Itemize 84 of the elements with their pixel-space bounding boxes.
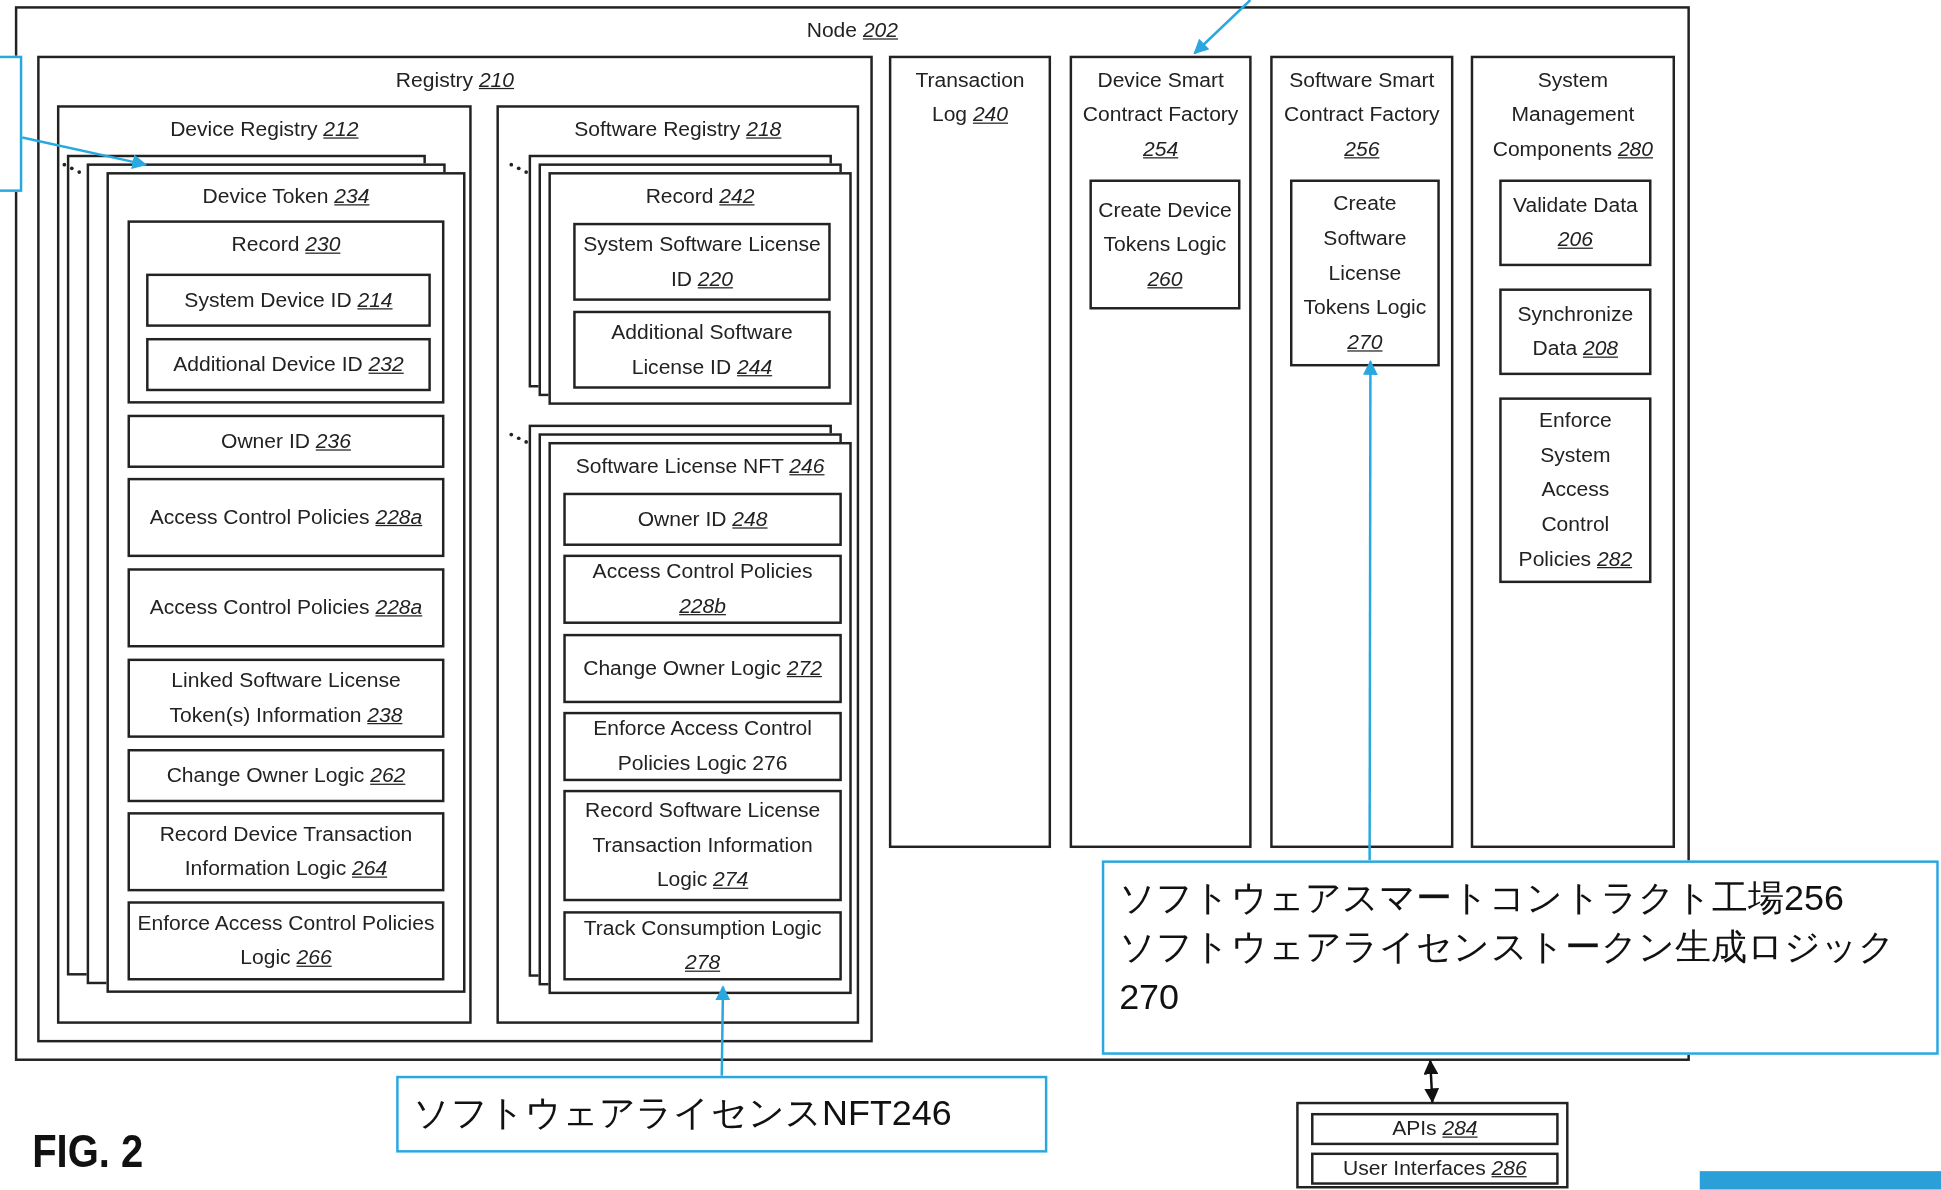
component-label: System Management Components 280	[1491, 67, 1655, 163]
component-label: Record 230	[230, 231, 342, 259]
component-label: Create Software License Tokens Logic 270	[1302, 190, 1428, 356]
component-label: Record Software License Transaction Information Logic 274	[584, 797, 822, 894]
annotation-text: ソフトウェアスマートコントラクト工場256	[1118, 876, 1845, 920]
figure-label: FIG. 2	[32, 1124, 144, 1179]
component-label: Transaction Log 240	[914, 67, 1026, 129]
component-label: Software Smart Contract Factory 256	[1283, 67, 1441, 163]
component-box	[1311, 1152, 1559, 1185]
component-label: Enforce System Access Control Policies 282	[1517, 407, 1634, 573]
component-label: System Device ID 214	[183, 286, 394, 314]
component-label: Synchronize Data 208	[1516, 301, 1635, 363]
component-box	[573, 310, 831, 389]
component-box	[1499, 397, 1652, 584]
component-label: Device Registry 212	[169, 116, 360, 144]
component-box	[127, 477, 445, 558]
container-box	[548, 172, 852, 405]
component-box	[1499, 179, 1652, 267]
annotation-text: ソフトウェアライセンスNFT246	[412, 1092, 953, 1135]
component-box	[563, 911, 842, 981]
component-label: Additional Device ID 232	[172, 351, 405, 378]
component-label: Owner ID 248	[636, 505, 769, 533]
component-box	[563, 554, 842, 624]
component-label: Node 202	[805, 17, 899, 45]
component-box	[127, 414, 445, 468]
component-label: Access Control Policies 228a	[148, 594, 424, 621]
component-box	[127, 749, 445, 803]
arrow	[1423, 1059, 1440, 1104]
component-label: APIs 284	[1391, 1115, 1479, 1143]
component-label: Owner ID 236	[220, 427, 352, 455]
component-box	[146, 337, 431, 392]
component-label: Enforce Access Control Policies Logic 276	[592, 715, 813, 777]
component-box	[573, 222, 831, 301]
container-box	[37, 55, 873, 1043]
annotation-text: ソフトウェアライセンストークン生成ロジック270	[1118, 926, 1897, 1019]
container-box	[106, 172, 466, 993]
component-label: Registry 210	[394, 67, 516, 94]
arrow	[22, 136, 148, 170]
component-label: Change Owner Logic 262	[165, 762, 407, 789]
empty-box	[1296, 1101, 1569, 1189]
component-box	[146, 273, 431, 327]
component-label: Access Control Policies 228b	[591, 558, 814, 620]
container-box	[1470, 55, 1675, 849]
component-label: Record 242	[644, 183, 756, 210]
component-label: Record Device Transaction Information Logic 264	[158, 821, 414, 883]
component-box	[563, 492, 842, 546]
container-box	[496, 105, 860, 1024]
component-box	[1089, 179, 1241, 310]
component-label: Device Token 234	[201, 183, 371, 210]
component-box	[563, 633, 842, 704]
empty-box	[0, 55, 23, 192]
component-label: System Software License ID 220	[582, 231, 822, 293]
component-label: Software Registry 218	[573, 116, 783, 144]
component-box	[1290, 179, 1440, 367]
component-label: Linked Software License Token(s) Information 238	[168, 667, 404, 729]
component-label: Access Control Policies 228a	[148, 504, 424, 531]
component-label: Validate Data 206	[1511, 192, 1639, 254]
callout-box	[1101, 860, 1939, 1055]
container-box	[127, 220, 445, 404]
arrow	[715, 985, 731, 1076]
component-box	[127, 568, 445, 648]
container-box	[1270, 55, 1454, 849]
arrow	[1193, 0, 1252, 55]
container-box	[548, 441, 852, 995]
component-label: Software License NFT 246	[574, 453, 826, 480]
component-box	[888, 55, 1052, 849]
component-box	[1311, 1112, 1559, 1146]
component-label: Device Smart Contract Factory 254	[1081, 67, 1240, 163]
container-box	[56, 105, 472, 1024]
component-label: Track Consumption Logic 278	[582, 915, 823, 977]
component-box	[127, 658, 445, 738]
component-box	[127, 901, 445, 981]
component-label: Change Owner Logic 272	[582, 655, 823, 682]
component-box	[1499, 288, 1652, 376]
callout-box	[396, 1075, 1048, 1153]
component-box	[127, 812, 445, 892]
component-label: Additional Software License ID 244	[610, 319, 794, 381]
component-label: User Interfaces 286	[1342, 1155, 1528, 1182]
component-label: Create Device Tokens Logic 260	[1097, 196, 1233, 293]
component-box	[563, 711, 842, 782]
arrow	[1363, 360, 1378, 861]
container-box	[1069, 55, 1252, 849]
component-label: Enforce Access Control Policies Logic 266	[136, 910, 436, 972]
component-box	[563, 789, 842, 902]
